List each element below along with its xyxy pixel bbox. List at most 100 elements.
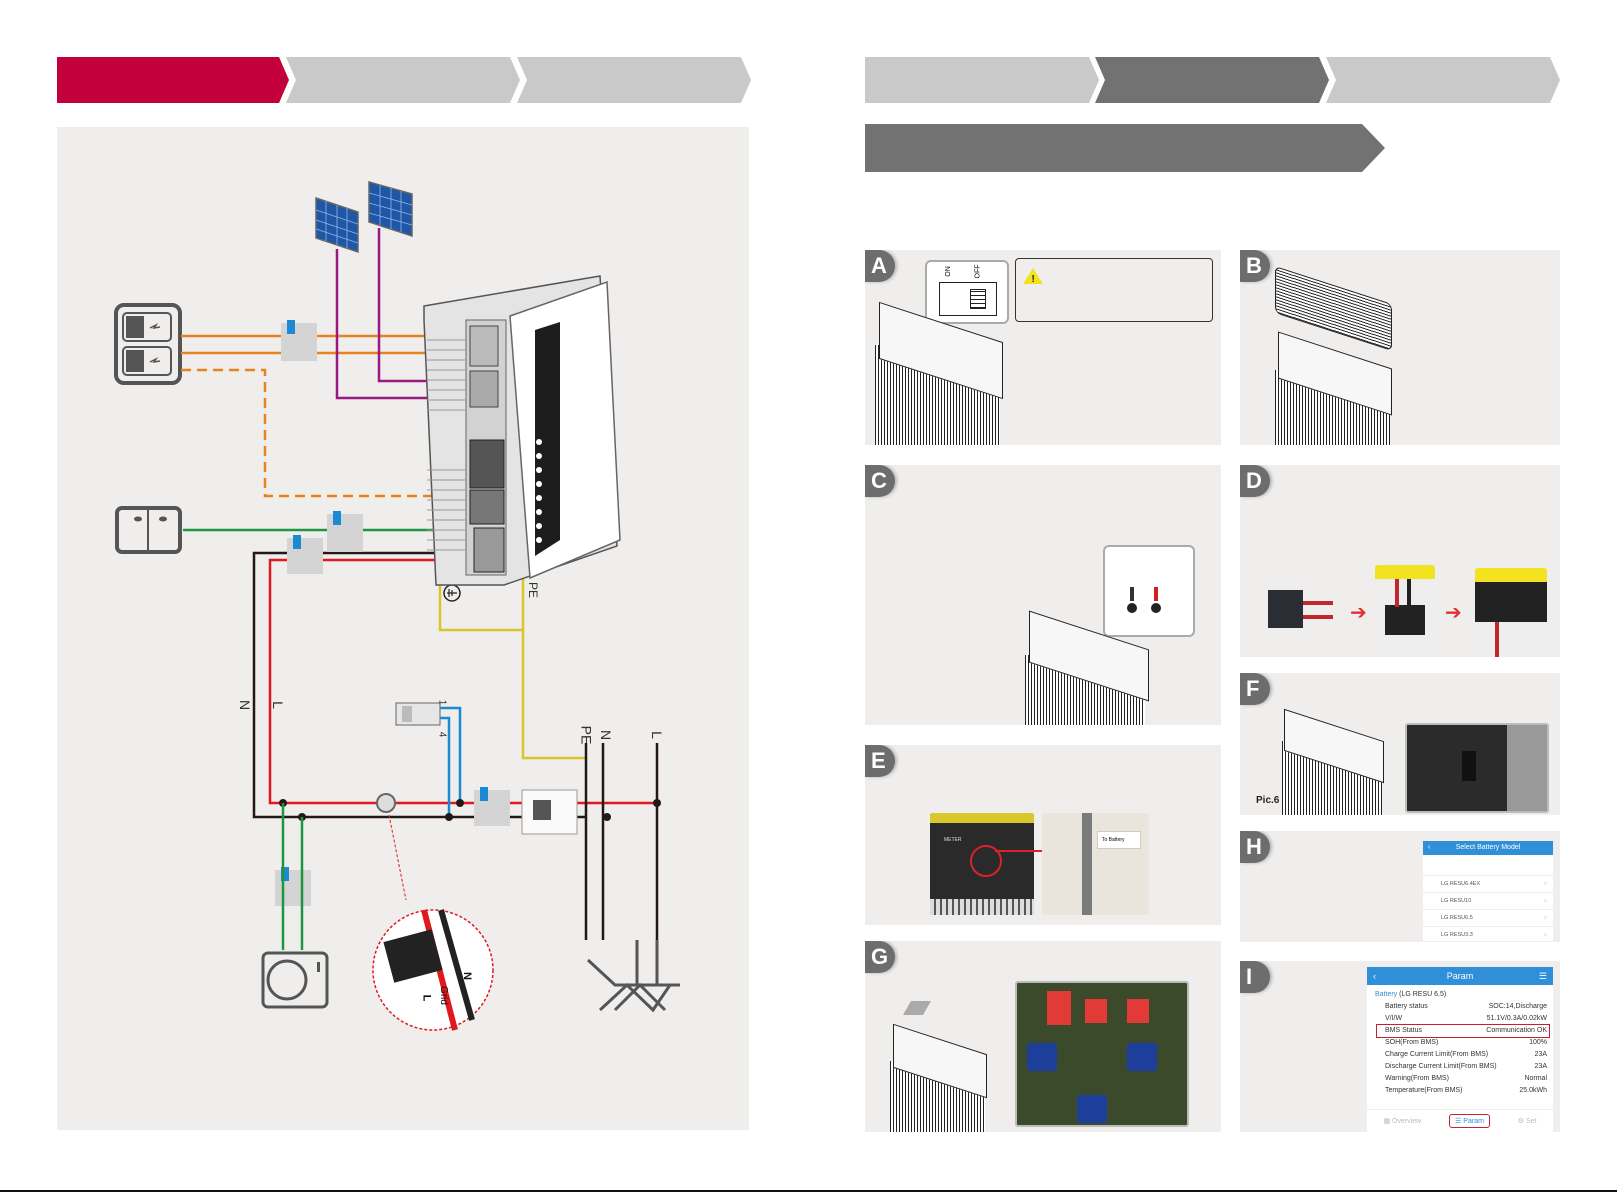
param-row: Discharge Current Limit(From BMS)23A [1367, 1061, 1553, 1073]
battery-switch[interactable] [939, 282, 997, 316]
right-step-1 [865, 57, 1099, 103]
switch-on-label: ON [944, 266, 952, 277]
cable-tag: To Battery [1097, 831, 1141, 849]
dip-switch [1085, 999, 1107, 1023]
dip-switch-board-photo [1015, 981, 1189, 1127]
left-step-1-active [57, 57, 289, 103]
left-step-2 [286, 57, 520, 103]
battery-model: (LG RESU 6.5) [1399, 991, 1447, 998]
select-battery-model-screen: ‹ Select Battery Model LG RESU6.4EX◌LG R… [1423, 841, 1553, 941]
battery-cable-photo-2 [1375, 565, 1435, 657]
inverter-icon [423, 275, 621, 586]
battery-icon [114, 303, 182, 385]
param-label: Charge Current Limit(From BMS) [1385, 1051, 1489, 1058]
backup-socket-icon [115, 506, 182, 554]
param-value: 23A [1534, 1051, 1547, 1058]
step-panel-b: B [1240, 250, 1560, 445]
nav-tab-set[interactable]: ⚙ Set [1513, 1115, 1542, 1127]
ct-clamp-icon [376, 793, 396, 813]
breaker-icon [281, 320, 317, 361]
label-ct-grid: Grid [437, 986, 449, 1005]
rotary-switch [1127, 1043, 1157, 1071]
label-ct-l: L [420, 994, 433, 1002]
overview-icon: ▦ [1383, 1118, 1392, 1125]
bms-connector-photo [1405, 723, 1549, 813]
arrow-connector [995, 850, 1065, 852]
check-circle-icon: ◌ [1543, 881, 1547, 887]
app-title: Param [1446, 971, 1474, 981]
param-row: Warning(From BMS) Normal [1367, 1073, 1553, 1085]
breaker-icon [287, 535, 323, 574]
solar-panel-icon [368, 181, 413, 238]
battery-model-name: LG RESU6.5 [1441, 915, 1473, 921]
switch-off-label: OFF [974, 264, 982, 279]
battery-label: Battery [1375, 991, 1398, 998]
section-title-bar [865, 120, 1385, 172]
battery-model-name: LG RESU10 [1441, 898, 1472, 904]
washing-machine-icon [261, 951, 329, 1009]
rotary-switch [1077, 1095, 1107, 1123]
step-panel-g: G [865, 941, 1221, 1132]
label-line: L [269, 701, 286, 709]
battery-model-name: LG RESU3.3 [1441, 932, 1473, 938]
param-value: 23A [1534, 1063, 1547, 1070]
battery-cable-photo-1 [1258, 585, 1338, 635]
step-panel-i: I ‹ Param ☰ Battery (LG RESU 6.5) Batter… [1240, 961, 1560, 1132]
switch-callout: ON OFF [925, 260, 1009, 324]
battery-cable-tag-photo: To Battery [1042, 813, 1149, 915]
label-grid-pe: PE [578, 725, 595, 745]
step-panel-e: E METER To Battery [865, 745, 1221, 925]
wiring-diagram [114, 181, 680, 1031]
step-letter-badge: A [865, 250, 895, 282]
nav-tab-param[interactable]: ☰ Param [1449, 1114, 1490, 1128]
dip-switch [1127, 999, 1149, 1023]
terminal-callout [1103, 545, 1195, 637]
param-label: Temperature(From BMS) [1385, 1087, 1463, 1094]
param-row: SOH(From BMS)100% [1367, 1037, 1553, 1049]
rotary-switch [1027, 1043, 1057, 1071]
battery-cable-photo-3 [1475, 568, 1547, 657]
nav-tab-overview[interactable]: ▦ Overview [1378, 1115, 1426, 1127]
back-icon[interactable]: ‹ [1428, 844, 1431, 851]
check-circle-icon: ◌ [1543, 915, 1547, 921]
check-circle-icon: ◌ [1543, 932, 1547, 938]
param-label: Battery status [1385, 1003, 1428, 1010]
solar-panel-icon [315, 196, 359, 254]
label-meter-pin-4: 4 [436, 731, 448, 738]
step-letter-badge: G [865, 941, 895, 973]
bottom-nav: ▦ Overview ☰ Param ⚙ Set [1367, 1109, 1553, 1132]
param-row: Charge Current Limit(From BMS) 23A [1367, 1049, 1553, 1061]
nav-tab-label: Param [1463, 1118, 1484, 1125]
step-panel-d: D ➔ ➔ [1240, 465, 1560, 657]
step-letter-badge: B [1240, 250, 1270, 282]
param-label: Warning(From BMS) [1385, 1075, 1449, 1082]
battery-model-option[interactable]: LG RESU3.3 ◌ [1423, 926, 1553, 942]
step-panel-a: A ON OFF ! [865, 250, 1221, 445]
right-step-3 [1326, 57, 1560, 103]
battery-model-list: LG RESU6.4EX◌LG RESU10◌LG RESU6.5◌LG RES… [1423, 875, 1553, 942]
label-pe-inverter: PE [526, 581, 541, 599]
back-icon[interactable]: ‹ [1373, 971, 1376, 981]
breaker-icon [474, 787, 510, 826]
battery-model-option[interactable]: LG RESU6.5 ◌ [1423, 909, 1553, 926]
warning-box: ! [1015, 258, 1213, 322]
battery-model-option[interactable]: LG RESU6.4EX◌ [1423, 875, 1553, 892]
meter-port-label: METER [944, 837, 962, 843]
cable-tag-text: To Battery [1102, 837, 1125, 843]
nav-tab-label: Overview [1392, 1118, 1422, 1125]
battery-model-option[interactable]: LG RESU10◌ [1423, 892, 1553, 909]
param-value: Normal [1524, 1075, 1547, 1082]
param-screen: ‹ Param ☰ Battery (LG RESU 6.5) Battery … [1367, 967, 1553, 1132]
inverter-port-photo: METER [930, 813, 1034, 915]
breaker-icon [327, 511, 363, 552]
menu-icon[interactable]: ☰ [1538, 971, 1547, 981]
breaker-icon [275, 867, 311, 906]
step-letter-badge: E [865, 745, 895, 777]
svg-text:!: ! [1032, 274, 1035, 285]
param-label: V/I/W [1385, 1015, 1403, 1022]
label-neutral: N [237, 699, 254, 711]
smart-meter-icon [395, 702, 441, 726]
label-grid-n: N [598, 729, 615, 741]
